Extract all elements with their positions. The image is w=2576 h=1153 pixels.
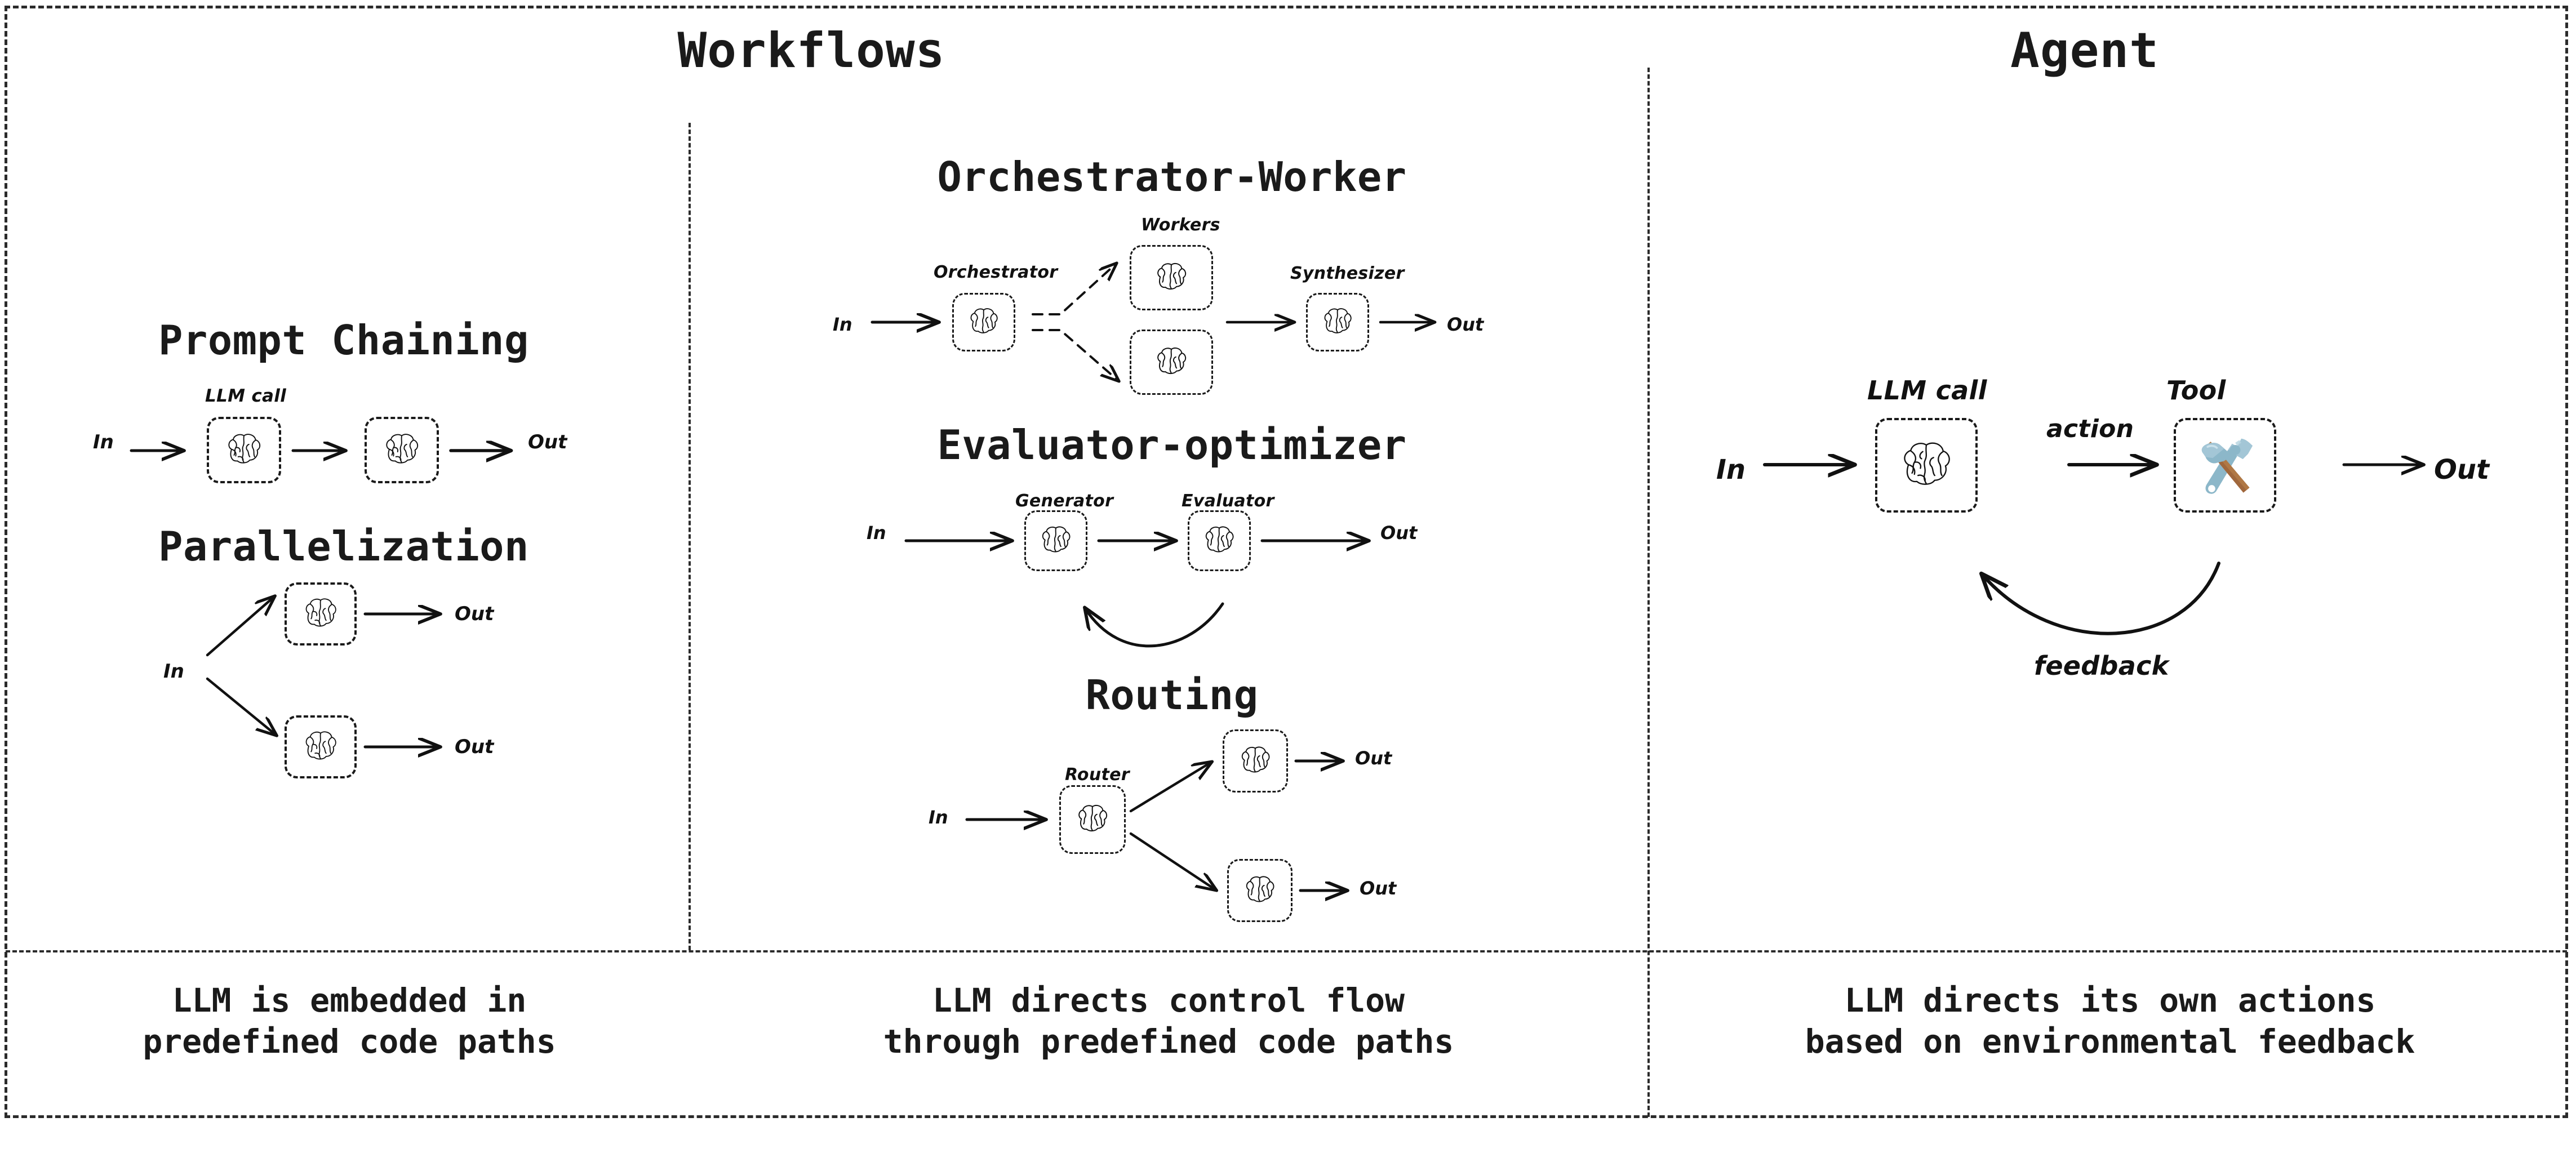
node-par-llm-bottom[interactable] <box>285 715 357 778</box>
node-ag-tool[interactable] <box>2174 418 2276 513</box>
arrow-ow-orchestrator-to-worker-bottom <box>1032 329 1118 381</box>
io-label-in-evaluator-optimizer: In <box>867 522 886 544</box>
brain-icon <box>1897 437 1956 493</box>
node-ow-orchestrator[interactable] <box>952 293 1015 351</box>
label-generator: Generator <box>1015 491 1114 511</box>
brain-icon <box>966 305 1001 339</box>
brain-icon <box>1201 523 1237 558</box>
caption-line-2: based on environmental feedback <box>1805 1022 2415 1061</box>
brain-icon <box>1242 873 1278 908</box>
brain-icon <box>223 430 265 470</box>
label-router: Router <box>1065 765 1130 785</box>
node-eo-evaluator[interactable] <box>1188 510 1251 571</box>
node-ow-worker-top[interactable] <box>1130 245 1213 310</box>
panel-header-workflows: Workflows <box>677 23 945 79</box>
label-synthesizer: Synthesizer <box>1290 264 1405 283</box>
brain-icon <box>1074 802 1111 838</box>
io-label-in-routing: In <box>929 807 948 828</box>
node-rt-llm-bottom[interactable] <box>1227 859 1293 922</box>
io-label-out-routing-top: Out <box>1355 747 1392 769</box>
section-title-routing: Routing <box>1085 671 1259 719</box>
label-evaluator: Evaluator <box>1182 491 1274 511</box>
hammer-and-wrench-icon <box>2192 431 2258 499</box>
brain-icon <box>1320 305 1355 339</box>
node-rt-llm-top[interactable] <box>1223 729 1288 793</box>
label-feedback-agent: feedback <box>2034 651 2169 681</box>
caption-line-1: LLM directs its own actions <box>1844 981 2376 1020</box>
caption-workflows-left: LLM is embedded in predefined code paths <box>17 980 682 1062</box>
io-label-in-agent: In <box>1716 454 1746 486</box>
section-title-orchestrator-worker: Orchestrator-Worker <box>937 153 1407 201</box>
label-tool-agent: Tool <box>2166 375 2226 406</box>
brain-icon <box>1237 744 1273 778</box>
io-label-out-orchestrator-worker: Out <box>1447 314 1484 335</box>
divider-middle-right <box>1647 68 1650 1117</box>
divider-horizontal-captions <box>6 950 2567 952</box>
arrow-ag-feedback-loop <box>1982 562 2220 635</box>
section-title-parallelization: Parallelization <box>158 523 529 570</box>
section-title-evaluator-optimizer: Evaluator-optimizer <box>937 421 1407 469</box>
caption-line-1: LLM is embedded in <box>172 981 527 1020</box>
caption-line-2: predefined code paths <box>143 1022 556 1061</box>
brain-icon <box>381 430 423 470</box>
section-title-prompt-chaining: Prompt Chaining <box>158 317 529 364</box>
brain-icon <box>1038 523 1074 558</box>
io-label-in-orchestrator-worker: In <box>833 314 852 335</box>
brain-icon <box>301 728 340 766</box>
arrow-par-in-to-bottom <box>206 677 276 735</box>
brain-icon <box>1153 345 1190 380</box>
io-label-out-prompt-chaining: Out <box>528 431 567 453</box>
node-pc-llm-2[interactable] <box>365 417 439 483</box>
arrow-eo-feedback-loop <box>1085 602 1224 648</box>
io-label-out-agent: Out <box>2434 454 2489 486</box>
node-pc-llm-1[interactable] <box>207 417 281 483</box>
caption-agent: LLM directs its own actions based on env… <box>1656 980 2564 1062</box>
caption-line-1: LLM directs control flow <box>932 981 1405 1020</box>
brain-icon <box>301 595 340 633</box>
label-action-agent: action <box>2046 415 2134 443</box>
io-label-in-parallelization: In <box>163 660 184 683</box>
node-rt-router[interactable] <box>1059 785 1126 854</box>
node-eo-generator[interactable] <box>1024 510 1087 571</box>
io-label-out-parallelization-top: Out <box>455 603 494 625</box>
caption-workflows-middle: LLM directs control flow through predefi… <box>696 980 1641 1062</box>
label-orchestrator: Orchestrator <box>934 262 1058 282</box>
node-par-llm-top[interactable] <box>285 582 357 645</box>
panel-header-agent: Agent <box>2010 23 2159 79</box>
divider-left-middle <box>689 123 691 950</box>
io-label-out-parallelization-bottom: Out <box>455 736 494 758</box>
io-label-out-routing-bottom: Out <box>1360 878 1397 899</box>
arrow-rt-router-to-top <box>1129 762 1211 813</box>
arrow-par-in-to-top <box>206 596 274 657</box>
label-workers: Workers <box>1141 215 1220 235</box>
io-label-in-prompt-chaining: In <box>93 431 114 453</box>
label-llm-call-prompt-chaining: LLM call <box>205 386 287 406</box>
arrow-rt-router-to-bottom <box>1129 832 1216 890</box>
node-ow-synthesizer[interactable] <box>1306 293 1369 351</box>
brain-icon <box>1153 260 1190 296</box>
node-ow-worker-bottom[interactable] <box>1130 330 1213 395</box>
label-llm-call-agent: LLM call <box>1867 375 1987 406</box>
io-label-out-evaluator-optimizer: Out <box>1380 522 1418 544</box>
caption-line-2: through predefined code paths <box>883 1022 1454 1061</box>
node-ag-llm[interactable] <box>1875 418 1978 513</box>
